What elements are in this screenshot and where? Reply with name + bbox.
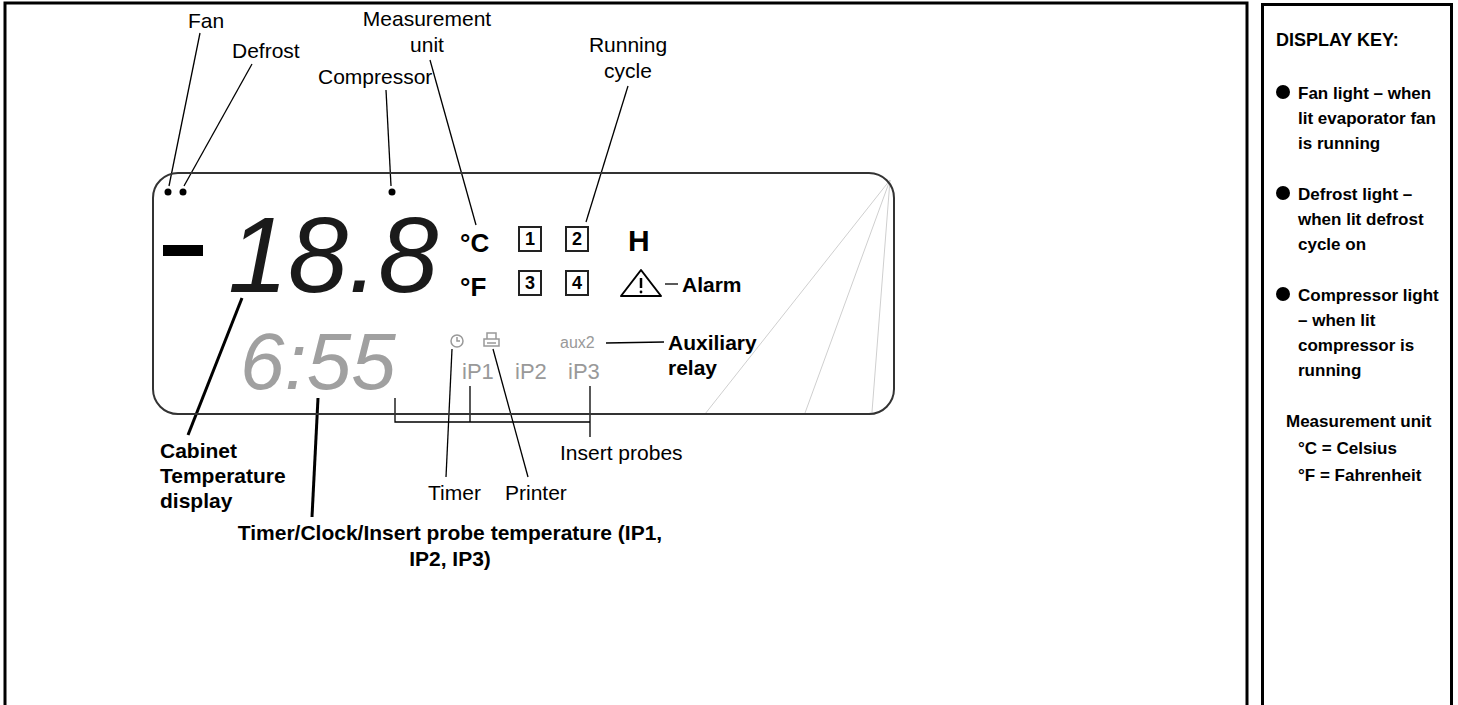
leader-line: [665, 283, 678, 284]
key-row: DISPLAY KEY:: [1276, 28, 1446, 53]
insert-probe-indicator: iP2: [515, 361, 547, 383]
leader-line: [312, 398, 318, 517]
leader-line: [169, 33, 200, 186]
defrost-dot: [180, 189, 187, 196]
key-text: Defrost light – when lit defrost cycle o…: [1298, 182, 1446, 257]
left-frame: [5, 3, 1247, 705]
callout-label: Insert probes: [560, 440, 683, 465]
auxiliary-relay-indicator: aux2: [560, 335, 595, 351]
insert-probe-bracket: [395, 386, 590, 437]
printer-body: [484, 339, 499, 346]
leader-lines: [169, 33, 678, 477]
lcd-display: 1 2 3 4 18.8 °C H °F 6:55 aux2 iP1 iP2 iP3: [152, 172, 895, 415]
glare-line: [705, 180, 890, 414]
key-text: Measurement unit: [1286, 409, 1446, 434]
clock-digits: 6:55: [240, 322, 396, 402]
display-key-panel: DISPLAY KEY: Fan light – when lit evapora…: [1261, 3, 1453, 705]
callout-label: Printer: [505, 480, 567, 505]
alarm-symbol: [621, 270, 661, 296]
timer-face: [451, 335, 463, 347]
compressor-dot: [389, 189, 396, 196]
key-row: °C = Celsius: [1276, 436, 1446, 461]
leader-line: [446, 349, 452, 477]
fan-dot: [165, 189, 172, 196]
key-row: Measurement unit: [1276, 409, 1446, 434]
bullet-dot: [1276, 85, 1290, 99]
cycle-number: 3: [525, 274, 535, 292]
key-title: DISPLAY KEY:: [1276, 28, 1446, 53]
callout-label: Defrost: [232, 38, 300, 63]
callout-label: Alarm: [682, 272, 742, 297]
key-row: Fan light – when lit evaporator fan is r…: [1276, 81, 1446, 156]
printer-slot: [487, 342, 496, 344]
minus-segment: [163, 245, 203, 256]
glare-line: [805, 180, 890, 413]
cycle-number-box: 1: [518, 226, 542, 252]
callout-label: Timer: [428, 480, 481, 505]
callout-label: Fan: [188, 8, 224, 33]
insert-probe-indicator: iP3: [568, 361, 600, 383]
callout-label: Auxiliary relay: [668, 330, 778, 380]
key-row: °F = Fahrenheit: [1276, 463, 1446, 488]
leader-line: [586, 86, 628, 222]
glare-lines: [705, 180, 890, 414]
alarm-mark-dot: [640, 291, 643, 294]
bullet-dot: [1276, 287, 1290, 301]
leader-line: [184, 64, 252, 186]
timer-icon: [451, 335, 463, 347]
printer-paper: [487, 333, 496, 339]
running-cycle-symbol: H: [628, 226, 650, 256]
callout-label: Timer/Clock/Insert probe temperature (IP…: [225, 520, 675, 572]
key-row: Defrost light – when lit defrost cycle o…: [1276, 182, 1446, 257]
cabinet-temperature-digits: 18.8: [228, 201, 438, 309]
key-text: °C = Celsius: [1298, 436, 1446, 461]
key-text: °F = Fahrenheit: [1298, 463, 1446, 488]
timer-hands: [457, 337, 460, 341]
insert-probe-indicator: iP1: [462, 361, 494, 383]
key-text: Compressor light – when lit compressor i…: [1298, 283, 1446, 383]
unit-symbol: °C: [460, 230, 489, 256]
cycle-number: 2: [572, 230, 582, 248]
callout-label: Measurement unit: [352, 6, 502, 58]
cycle-number-box: 4: [565, 270, 589, 296]
cycle-number: 4: [572, 274, 582, 292]
alarm-mark: [640, 278, 643, 288]
key-text: Fan light – when lit evaporator fan is r…: [1298, 81, 1446, 156]
cycle-number-box: 3: [518, 270, 542, 296]
glare-line: [872, 180, 890, 412]
printer-icon: [484, 333, 499, 346]
bullet-dot: [1276, 186, 1290, 200]
unit-symbol: °F: [460, 274, 486, 300]
key-row: Compressor light – when lit compressor i…: [1276, 283, 1446, 383]
cycle-number-box: 2: [565, 226, 589, 252]
callout-label: Compressor: [318, 64, 432, 89]
leader-line: [606, 342, 664, 343]
cycle-number: 1: [525, 230, 535, 248]
callout-label: Cabinet Temperature display: [160, 438, 300, 513]
callout-label: Running cycle: [578, 32, 678, 84]
